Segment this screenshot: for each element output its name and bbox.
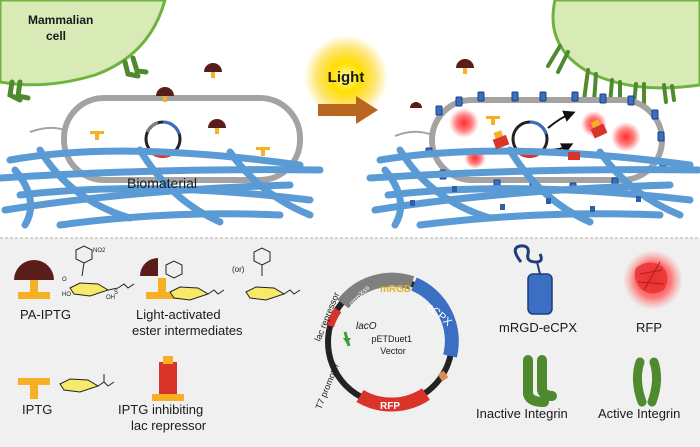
legend-rfp-icon xyxy=(623,250,683,310)
plasmid-mrgd: mRGD xyxy=(380,284,411,295)
legend-repressor-icon xyxy=(152,356,184,401)
legend-or-label: (or) xyxy=(232,265,245,274)
plasmid-rfp: RFP xyxy=(380,401,400,412)
legend-panel xyxy=(0,238,700,447)
legend-active-integrin-icon xyxy=(632,357,662,407)
plasmid-map xyxy=(325,272,459,412)
legend-active-integrin-label: Active Integrin xyxy=(598,406,680,421)
chem-structure-iptg xyxy=(59,374,115,393)
chem-structure-pa-iptg xyxy=(69,245,135,297)
legend-inactive-integrin-icon xyxy=(523,355,557,407)
mammalian-cell-label: Mammalian cell xyxy=(28,13,97,43)
chem-o: O xyxy=(62,277,67,283)
chem-structure-ester-1 xyxy=(165,260,225,301)
legend-iptg-icon xyxy=(18,378,50,399)
legend-inactive-integrin-label: Inactive Integrin xyxy=(476,406,568,421)
light-label: Light xyxy=(328,69,365,86)
rfp-glows xyxy=(449,108,641,169)
mammalian-cell-left xyxy=(0,0,167,87)
legend-mrgd-ecpx-icon xyxy=(513,244,553,315)
legend-iptg-inhibiting-label: IPTG inhibiting lac repressor xyxy=(118,402,207,433)
legend-pa-iptg-label: PA-IPTG xyxy=(20,307,71,322)
fiber-bound-proteins xyxy=(410,186,641,212)
chem-s: S xyxy=(114,290,118,296)
plasmid-name: pETDuet1 Vector xyxy=(371,334,414,356)
light-arrow xyxy=(318,96,378,124)
mammalian-cell-right xyxy=(551,0,700,90)
biomaterial-fibers-right xyxy=(366,146,700,229)
biomaterial-label: Biomaterial xyxy=(127,175,197,191)
biomaterial-fibers-left xyxy=(0,146,324,229)
legend-ester-icon-1 xyxy=(140,258,178,299)
plasmid-laco: lacO xyxy=(356,321,377,332)
free-molecules-top xyxy=(90,59,608,160)
legend-rfp-label: RFP xyxy=(636,320,662,335)
inactive-integrins-left xyxy=(7,55,149,103)
legend-pa-iptg-icon xyxy=(14,260,54,299)
chem-ho: HO xyxy=(62,292,71,298)
legend-light-activated-label: Light-activated ester intermediates xyxy=(132,307,243,338)
legend-mrgd-ecpx-label: mRGD-eCPX xyxy=(499,320,577,335)
chem-no2: NO2 xyxy=(93,248,106,254)
chem-oh: OH xyxy=(106,295,115,301)
light-sun xyxy=(304,35,388,119)
legend-iptg-label: IPTG xyxy=(22,402,52,417)
chem-structure-ester-2 xyxy=(245,247,301,301)
